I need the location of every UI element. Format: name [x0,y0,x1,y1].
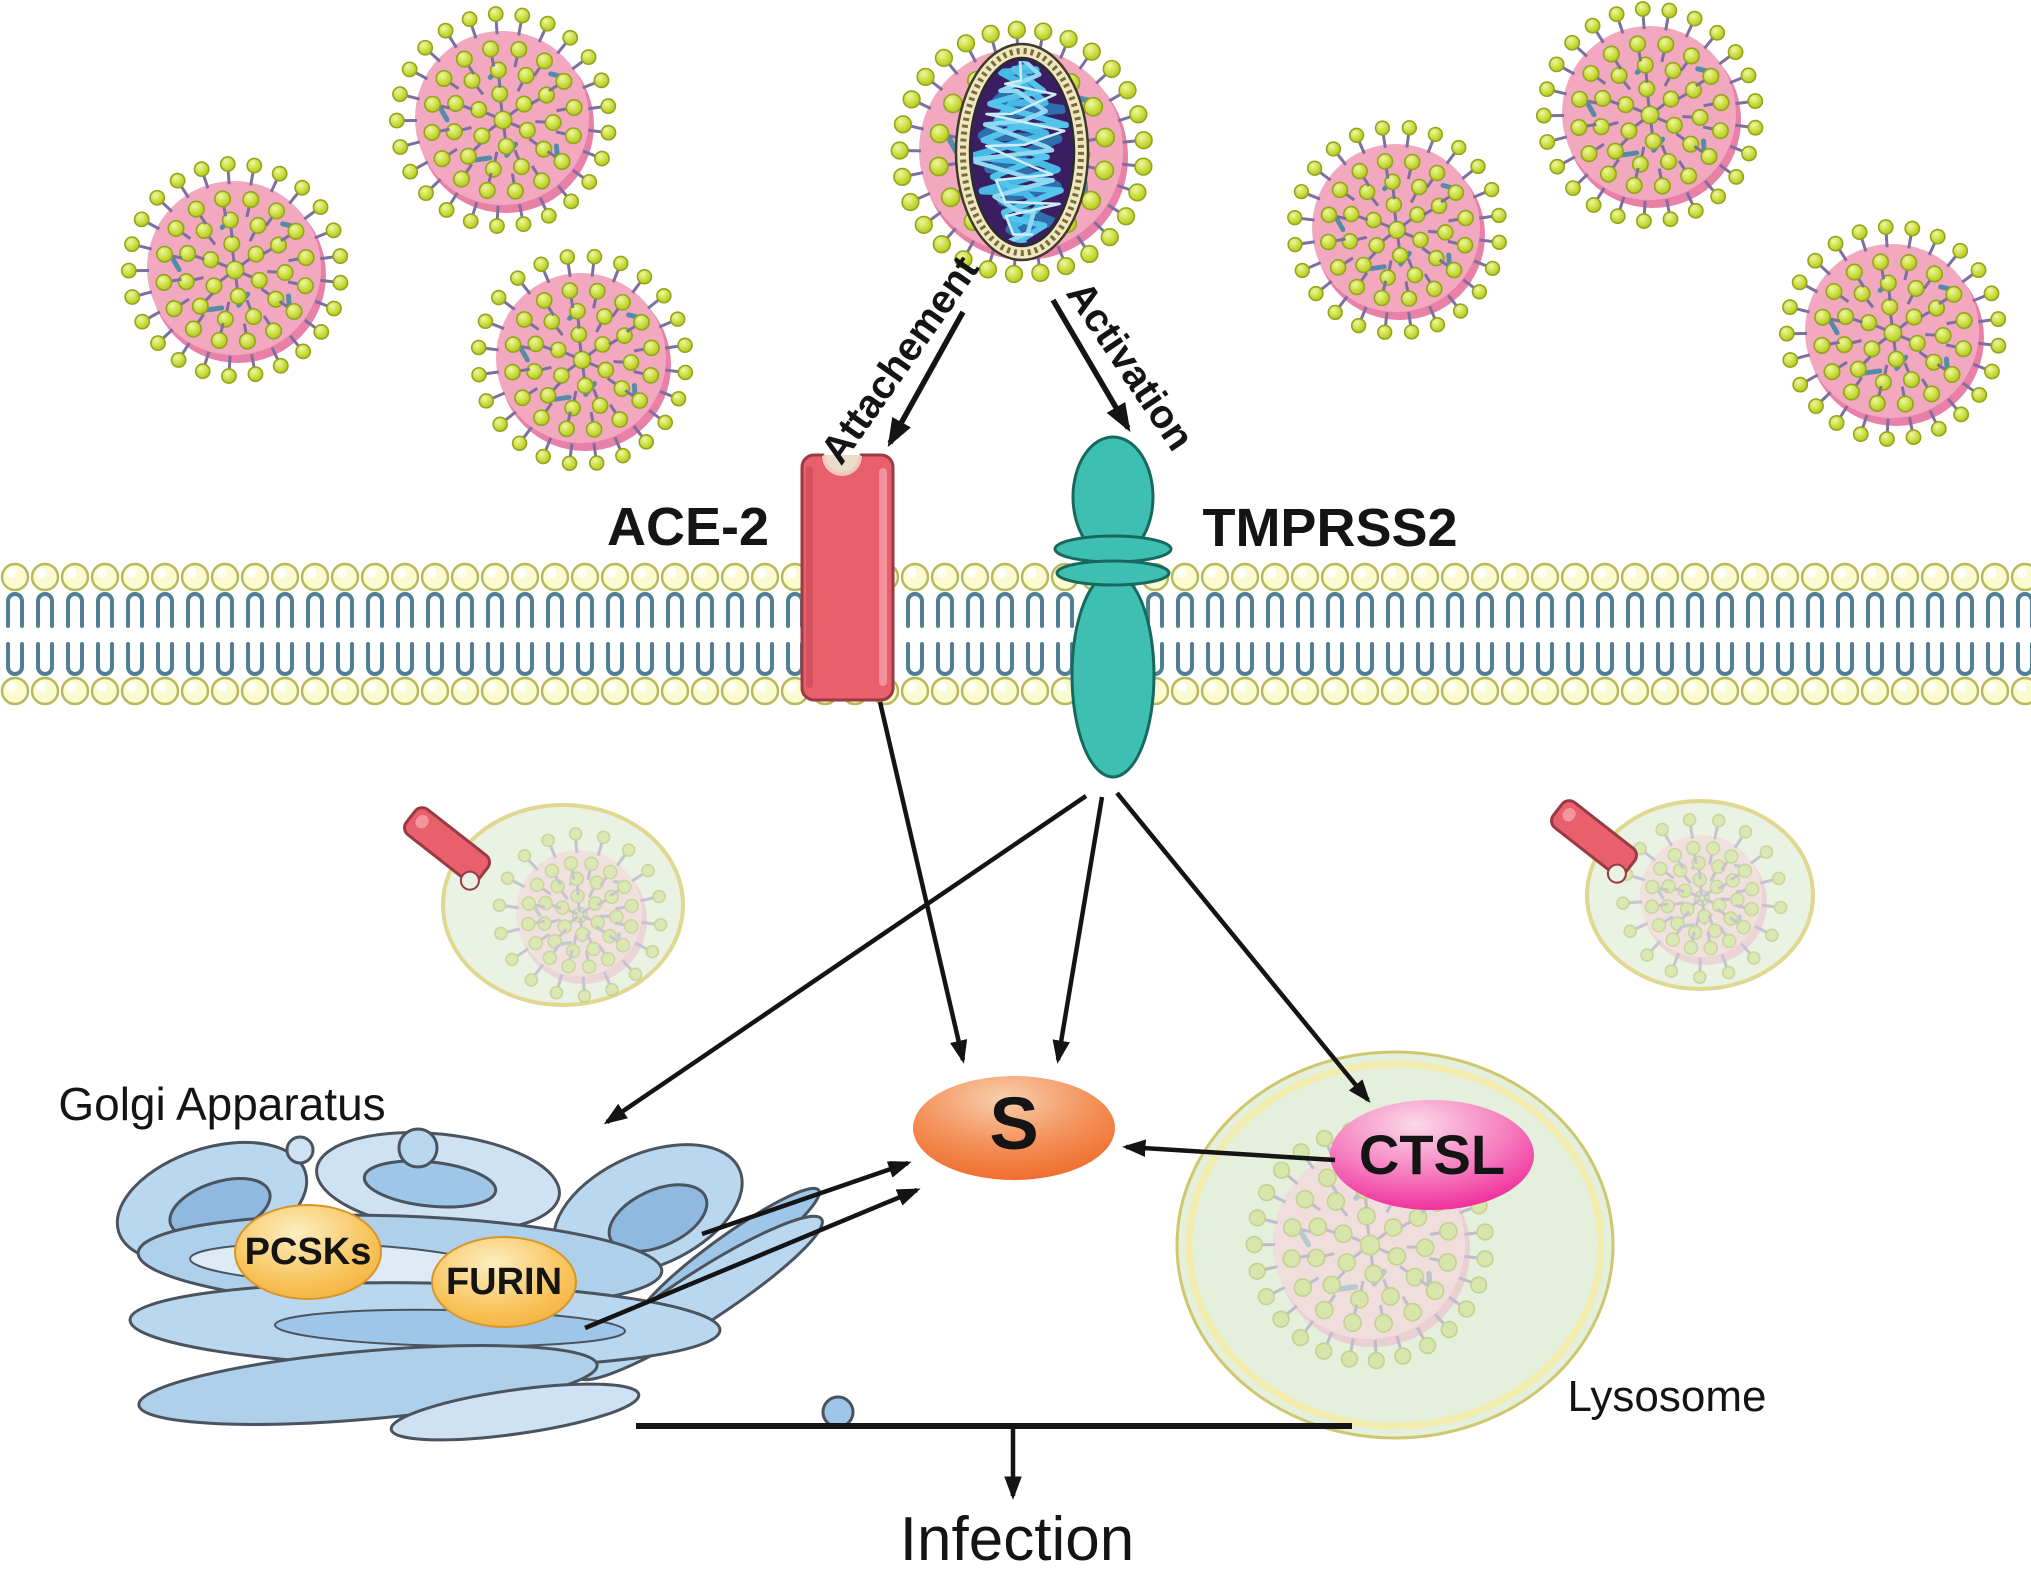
label-ace2: ACE-2 [606,497,770,557]
furin-oval [431,1236,577,1328]
pcsks-oval [234,1204,382,1300]
arrow-tmprss2-to-lysosome [1115,791,1371,1104]
arrow-tmprss2-to-golgi [603,794,1088,1125]
endosome-left-virion [492,827,668,1003]
cell-membrane [0,562,2031,708]
arrow-activation [1050,298,1131,433]
lysosome [1175,1050,1615,1440]
arrow-ctsl-to-s [1122,1139,1336,1163]
virus-particle [120,156,349,384]
label-lysosome: Lysosome [1567,1372,1767,1421]
arrow-ace2-to-s [877,701,968,1064]
endosome-right-ace2-fragment [1550,799,1638,884]
endosome-right-virion [1616,812,1788,984]
label-spike-protein: S [989,1082,1039,1165]
tmprss2-receptor [1053,435,1173,779]
virus-particle [1778,219,2007,447]
label-tmprss2: TMPRSS2 [1202,498,1458,558]
endosome-right [1550,799,1815,991]
arrow-tmprss2-to-s [1052,796,1105,1064]
label-pcsks: PCSKs [244,1231,372,1273]
label-golgi: Golgi Apparatus [58,1078,386,1130]
ctsl-oval [1330,1100,1534,1210]
label-infection: Infection [899,1505,1135,1574]
virus-particle [1535,1,1764,229]
virus-particle [388,6,617,234]
virus-particle [470,248,694,472]
virus-particle-cutaway [890,20,1153,284]
virus-particle [1287,120,1507,340]
label-ctsl: CTSL [1358,1123,1506,1186]
arrow-golgi-to-s-upper [701,1160,912,1237]
endosome-left-ace2-fragment [403,806,491,891]
ace2-receptor [800,453,895,702]
label-furin: FURIN [445,1261,563,1303]
arrow-attachment [887,310,966,448]
arrow-golgi-to-s-lower [584,1187,921,1331]
spike-protein-oval [913,1076,1115,1180]
endosome-left [403,803,685,1007]
